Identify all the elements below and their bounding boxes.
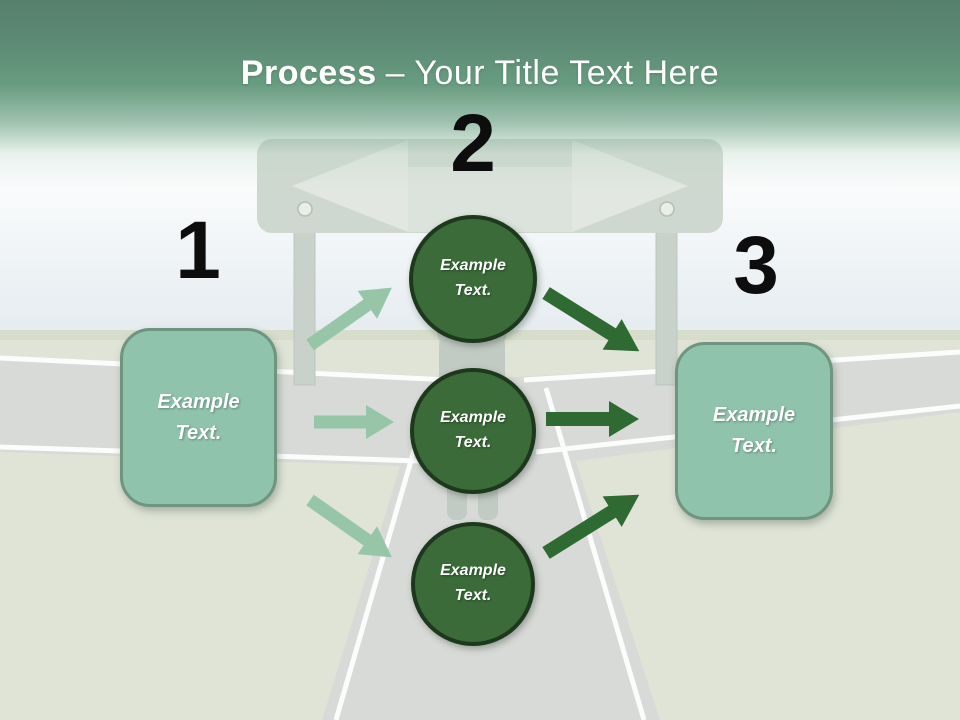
process-circle-2: Example Text. [410,368,536,494]
slide-title: Process – Your Title Text Here [0,54,960,93]
box-text-line: Text. [175,421,222,444]
circle-text-line: Text. [454,282,492,299]
process-box-left: Example Text. [120,328,277,507]
step-number-2: 2 [450,98,496,189]
circle-text-line: Example [440,562,506,580]
title-emphasis: Process [240,54,377,92]
process-circle-3: Example Text. [411,522,535,646]
header-band [0,0,960,188]
process-circle-1: Example Text. [409,215,537,343]
connector-arrow-dark-up-icon [535,478,649,570]
step-number-1: 1 [175,205,221,296]
step-number-3: 3 [733,220,779,311]
process-box-right: Example Text. [675,342,833,520]
connector-arrow-light-middle-icon [314,402,394,442]
circle-text-line: Example [440,409,506,427]
connector-arrow-dark-down-icon [535,276,649,368]
box-text-line: Example [157,390,240,413]
connector-arrow-light-down-icon [299,484,404,574]
circle-text-line: Text. [454,434,492,451]
connector-arrow-dark-middle-icon [546,399,639,439]
box-text-line: Text. [731,435,777,457]
circle-text-line: Text. [454,587,492,604]
circle-text-line: Example [440,257,506,275]
box-text-line: Example [712,404,796,426]
title-rest: – Your Title Text Here [385,54,720,92]
connector-arrow-light-up-icon [299,271,404,361]
